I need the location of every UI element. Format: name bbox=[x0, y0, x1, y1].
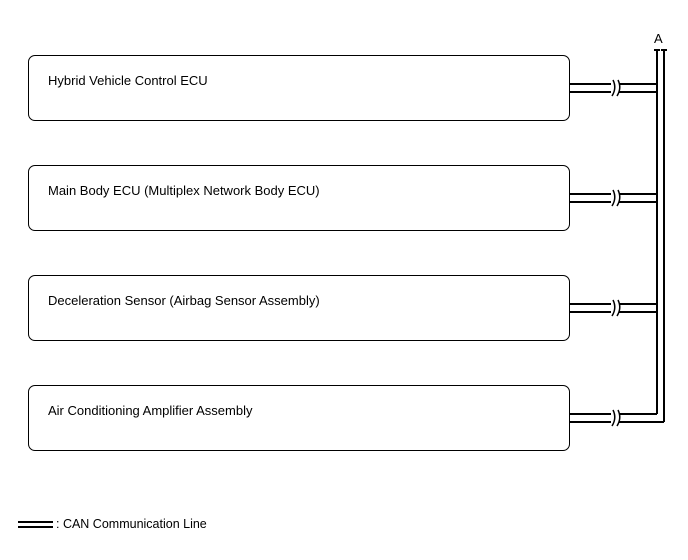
ecu-box-air-conditioning-amplifier: Air Conditioning Amplifier Assembly bbox=[28, 385, 570, 451]
bus-break-mark-0 bbox=[611, 79, 621, 97]
bus-break-mark-1 bbox=[611, 189, 621, 207]
bus-break-mark-3 bbox=[611, 409, 621, 427]
ecu-label: Main Body ECU (Multiplex Network Body EC… bbox=[48, 183, 320, 198]
ecu-box-deceleration-sensor: Deceleration Sensor (Airbag Sensor Assem… bbox=[28, 275, 570, 341]
can-line-legend-icon bbox=[18, 520, 53, 529]
ecu-box-hybrid-vehicle-control: Hybrid Vehicle Control ECU bbox=[28, 55, 570, 121]
ecu-label: Hybrid Vehicle Control ECU bbox=[48, 73, 208, 88]
bus-connector-label: A bbox=[654, 31, 663, 46]
bus-break-mark-2 bbox=[611, 299, 621, 317]
legend-text: : CAN Communication Line bbox=[56, 517, 207, 531]
ecu-label: Deceleration Sensor (Airbag Sensor Assem… bbox=[48, 293, 320, 308]
ecu-box-main-body: Main Body ECU (Multiplex Network Body EC… bbox=[28, 165, 570, 231]
ecu-label: Air Conditioning Amplifier Assembly bbox=[48, 403, 253, 418]
